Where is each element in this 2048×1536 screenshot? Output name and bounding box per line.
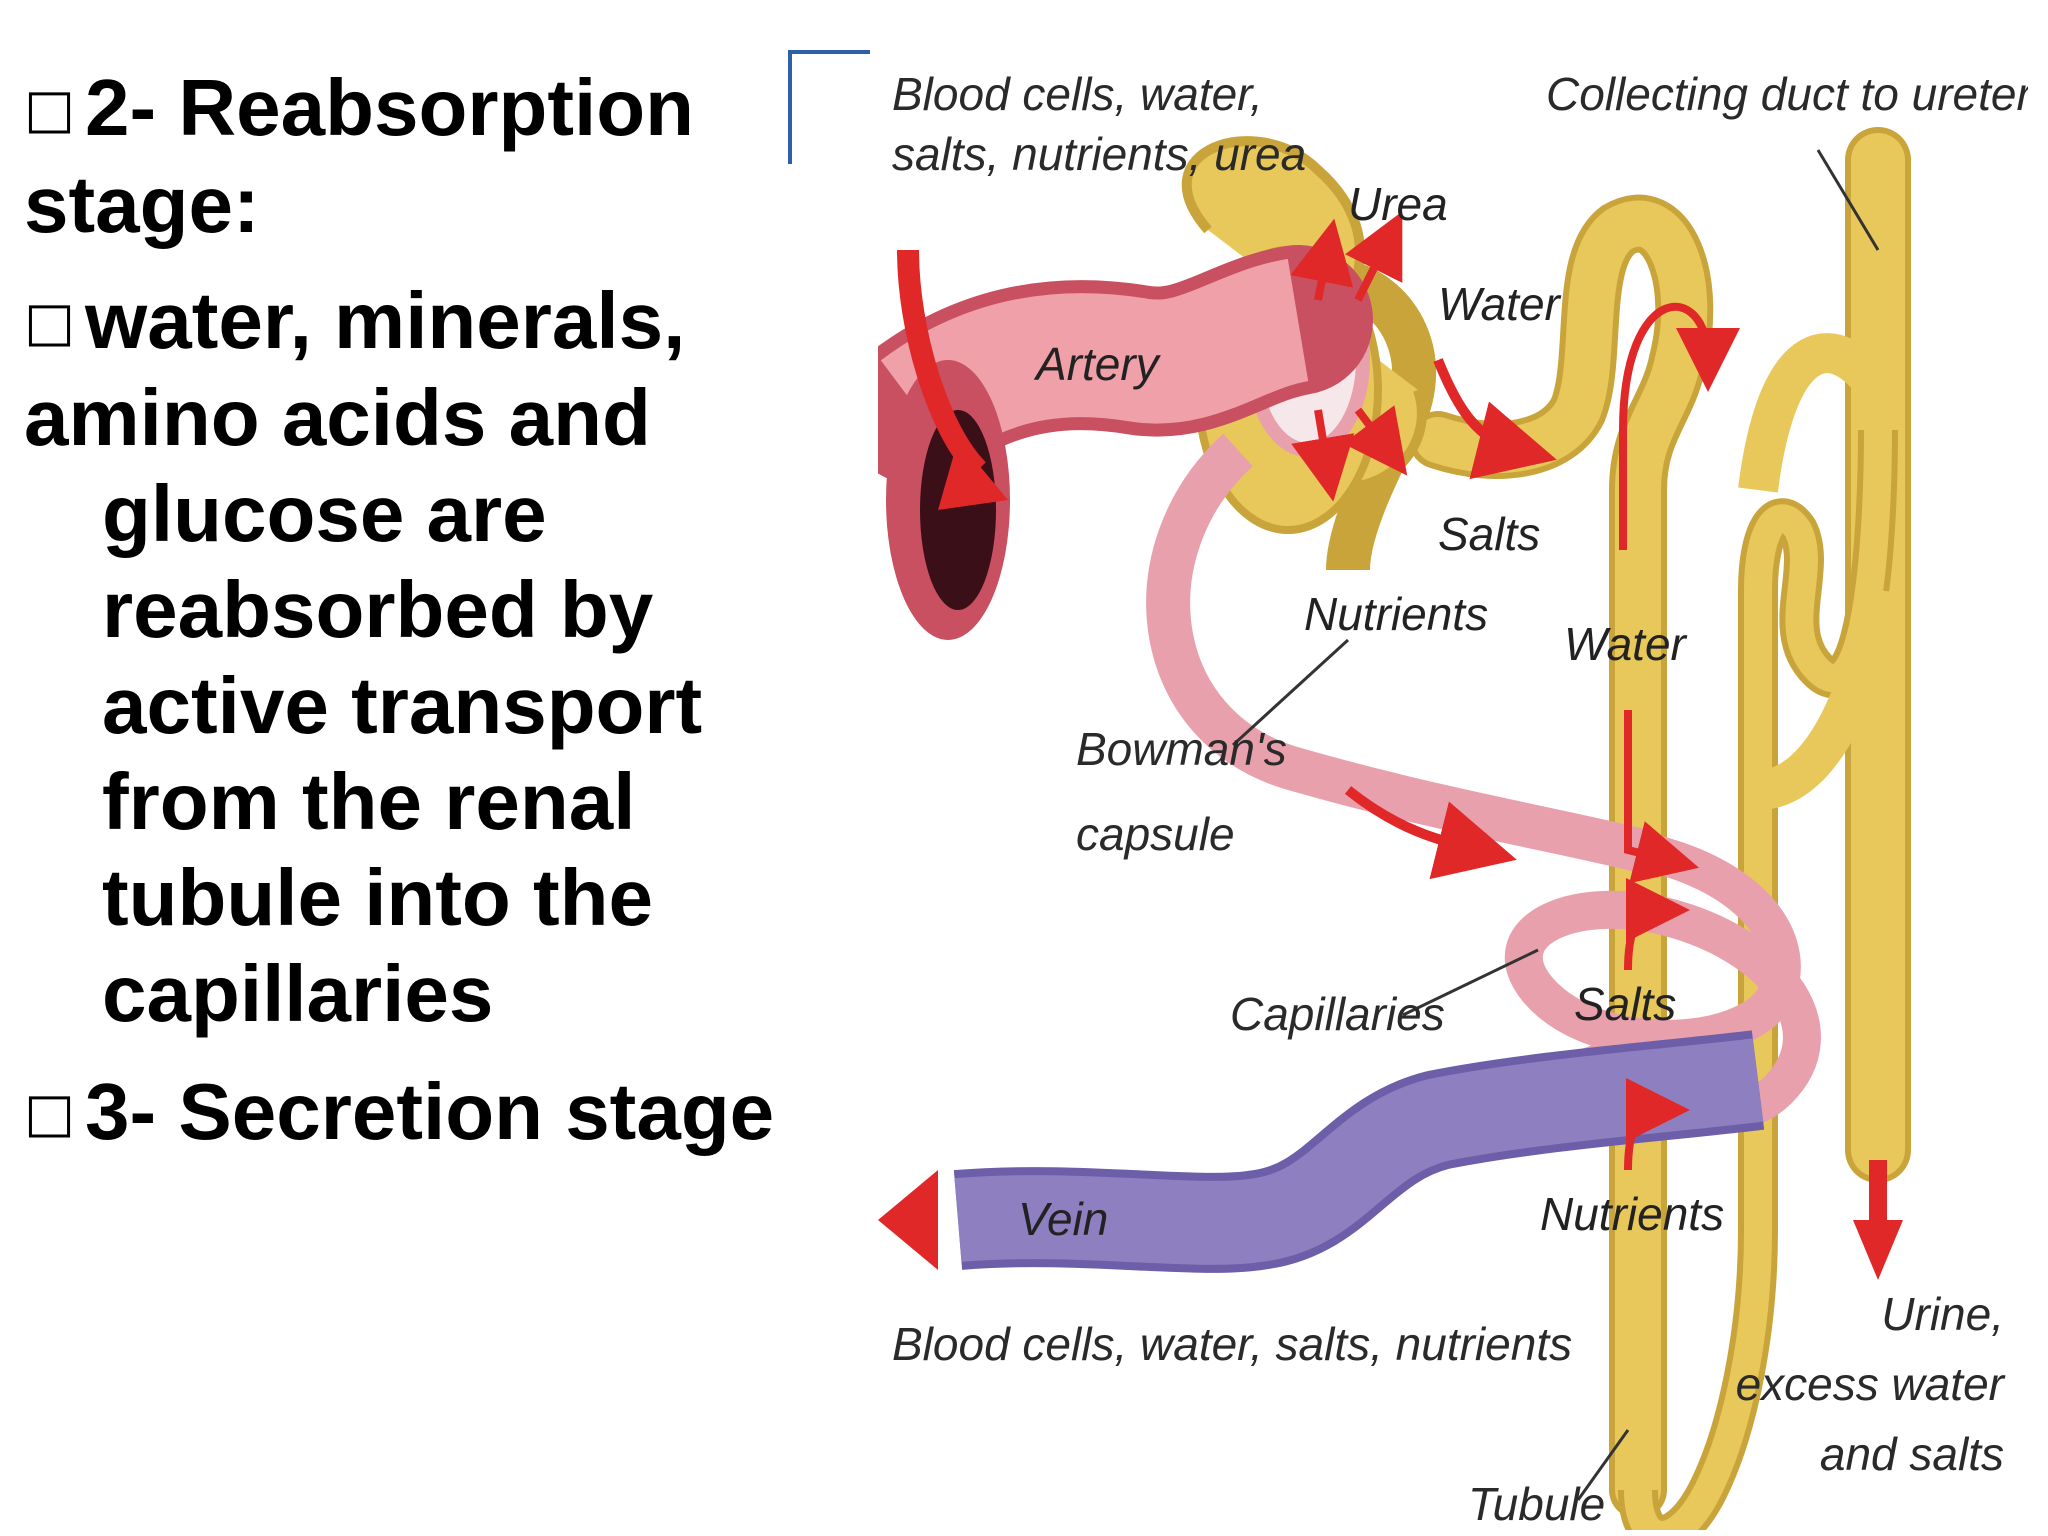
distal-tubule [1756, 587, 1898, 810]
efferent-arteriole [1146, 433, 1644, 872]
label-artery: Artery [1033, 338, 1162, 390]
label-vein: Vein [1018, 1193, 1108, 1245]
proximal-tubule-fill [1415, 200, 1708, 1513]
label-collecting-duct: Collecting duct to ureter [1546, 68, 2028, 120]
salts-reabsorb-arrow [1624, 878, 1690, 971]
bullet-glyph: □ [24, 290, 76, 353]
bracket-line [788, 50, 870, 164]
label-bowmans-2: capsule [1076, 808, 1235, 860]
capillaries-leader [1402, 948, 1539, 1017]
capillary-flow-arrow [1344, 786, 1517, 880]
label-water-top: Water [1438, 278, 1562, 330]
water-arrow-top [1345, 211, 1403, 302]
label-salts-top: Salts [1438, 508, 1540, 560]
label-nutrients-bottom: Nutrients [1540, 1188, 1724, 1240]
salts-arrow-top [1343, 405, 1408, 476]
bullet-glyph: □ [24, 1081, 76, 1144]
bullet-glyph: □ [24, 77, 76, 140]
label-urine-1: Urine, [1881, 1288, 2004, 1340]
label-blood-in-1: Blood cells, water, [892, 68, 1263, 120]
vein-fill [954, 1038, 1764, 1265]
bowmans-leader [1231, 638, 1350, 747]
filtrate-arrow [1433, 358, 1557, 480]
bullet-substances-line-1: water, minerals, [85, 276, 686, 365]
label-capillaries: Capillaries [1230, 988, 1445, 1040]
label-bowmans-1: Bowman's [1076, 723, 1287, 775]
placeholder-bracket [788, 50, 870, 164]
label-urine-2: excess water [1736, 1358, 2006, 1410]
label-blood-out: Blood cells, water, salts, nutrients [892, 1318, 1572, 1370]
label-nutrients-top: Nutrients [1304, 588, 1488, 640]
artery-fill [880, 258, 1311, 461]
label-salts-mid: Salts [1574, 978, 1676, 1030]
bullet-secretion-text: 3- Secretion stage [85, 1067, 775, 1156]
nephron-diagram: Blood cells, water, salts, nutrients, ur… [878, 68, 2028, 1530]
blood-out-arrowhead [878, 1170, 938, 1270]
urine-arrowhead [1853, 1220, 1903, 1280]
label-urea: Urea [1348, 178, 1448, 230]
label-urine-3: and salts [1820, 1428, 2004, 1480]
nutrients-arrow-top [1291, 409, 1355, 502]
bullet-secretion: □3- Secretion stage [24, 1064, 824, 1161]
tubule-leader [1576, 1429, 1630, 1501]
bullet-reabsorption-text: 2- Reabsorption stage: [24, 63, 694, 249]
nutrients-reabsorb-arrow [1624, 1078, 1690, 1171]
tubule-flow-arrow [1619, 302, 1740, 550]
blood-in-arrowhead [938, 440, 1008, 510]
bullet-substances-rest: amino acids and glucose are reabsorbed b… [24, 373, 703, 1038]
text-column: □2- Reabsorption stage: □water, minerals… [24, 60, 824, 1179]
urea-arrow [1290, 218, 1354, 301]
distal-loop [1738, 333, 1895, 493]
label-tubule: Tubule [1468, 1478, 1605, 1530]
label-water-mid: Water [1564, 618, 1688, 670]
collecting-duct-leader [1816, 149, 1880, 251]
bullet-reabsorbed-substances: □water, minerals, amino acids and glucos… [24, 273, 824, 1042]
water-reabsorb-arrow [1624, 710, 1700, 884]
bullet-reabsorption: □2- Reabsorption stage: [24, 60, 824, 253]
label-blood-in-2: salts, nutrients, urea [892, 128, 1306, 180]
